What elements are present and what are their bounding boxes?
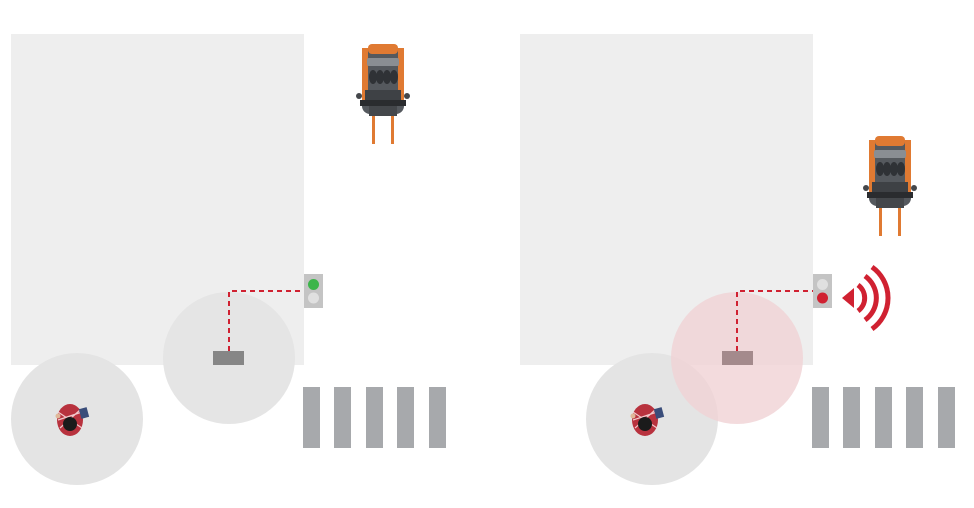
forklift-icon	[863, 136, 917, 236]
sensor-icon	[722, 351, 753, 365]
traffic-signal-icon	[813, 274, 832, 308]
crosswalk-stripe	[429, 387, 446, 448]
crosswalk-stripe	[843, 387, 860, 448]
crosswalk	[812, 387, 955, 448]
crosswalk-stripe	[303, 387, 320, 448]
wireless-warning-icon	[842, 264, 891, 332]
traffic-signal-icon	[304, 274, 323, 308]
sensor-link-dashed-line	[736, 290, 813, 351]
sensor-icon	[213, 351, 244, 365]
crosswalk-stripe	[397, 387, 414, 448]
left-panel	[11, 34, 446, 485]
crosswalk-stripe	[334, 387, 351, 448]
crosswalk-stripe	[812, 387, 829, 448]
crosswalk-stripe	[938, 387, 955, 448]
right-panel	[520, 34, 955, 485]
crosswalk-stripe	[875, 387, 892, 448]
forklift-icon	[356, 44, 410, 144]
crosswalk	[303, 387, 446, 448]
sensor-link-dashed-line	[228, 290, 304, 351]
crosswalk-stripe	[366, 387, 383, 448]
crosswalk-stripe	[906, 387, 923, 448]
